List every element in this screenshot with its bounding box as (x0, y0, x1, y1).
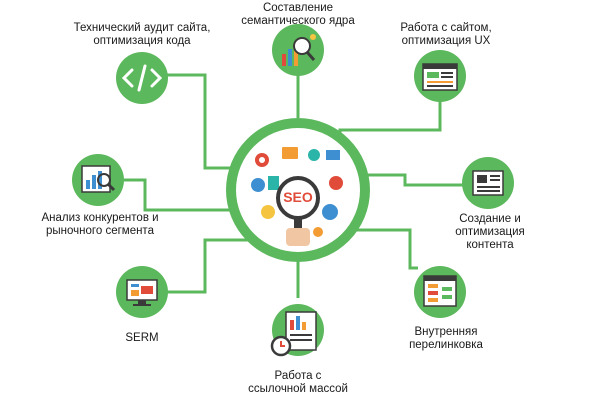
hub-doc-icon (268, 176, 279, 190)
node-competitors (72, 154, 124, 206)
hub-window-icon (282, 147, 298, 159)
hub-mail-icon (326, 150, 340, 160)
code-brackets-icon (121, 64, 163, 92)
newspaper-icon (472, 170, 504, 196)
label-serm: SERM (125, 332, 159, 344)
monitor-seo-icon (126, 279, 158, 306)
hub-badge-icon (313, 227, 323, 237)
center-hub (226, 118, 370, 262)
connector-competitors (124, 178, 238, 212)
sitemap-icon (423, 275, 457, 307)
label-ux: Работа с сайтом, оптимизация UX (400, 22, 492, 47)
report-stopwatch-icon (270, 311, 317, 357)
node-ux (414, 50, 466, 102)
label-competitors: Анализ конкурентов и рыночного сегмента (41, 212, 159, 237)
hub-gear-icon (255, 153, 269, 167)
node-semantic-core (272, 24, 324, 76)
label-tech-audit: Технический аудит сайта, оптимизация код… (73, 22, 211, 47)
connector-serm (162, 238, 262, 294)
connector-ux (338, 90, 442, 150)
hub-target-icon (329, 176, 343, 190)
seo-magnifier-icon (276, 176, 320, 246)
label-content: Создание и оптимизация контента (455, 213, 525, 251)
label-backlinks: Работа с ссылочной массой (248, 370, 348, 395)
label-linking: Внутренняя перелинковка (409, 326, 483, 351)
connector-linking (340, 228, 418, 270)
hub-bulb-icon (261, 205, 275, 219)
node-tech-audit (116, 52, 168, 104)
node-serm (116, 266, 168, 318)
node-linking (414, 266, 466, 318)
hub-cloud-icon (308, 149, 320, 161)
label-semantic-core: Составление семантического ядра (241, 2, 355, 27)
chart-magnifier-icon (81, 165, 116, 193)
connector-content (358, 173, 465, 187)
node-content (462, 157, 514, 209)
browser-window-icon (422, 63, 458, 91)
hub-clock-icon (251, 178, 265, 192)
hub-globe-icon (322, 204, 338, 220)
node-backlinks (270, 304, 324, 357)
center-seo-text: SEO (283, 189, 313, 205)
magnifier-chart-icon (282, 34, 316, 66)
